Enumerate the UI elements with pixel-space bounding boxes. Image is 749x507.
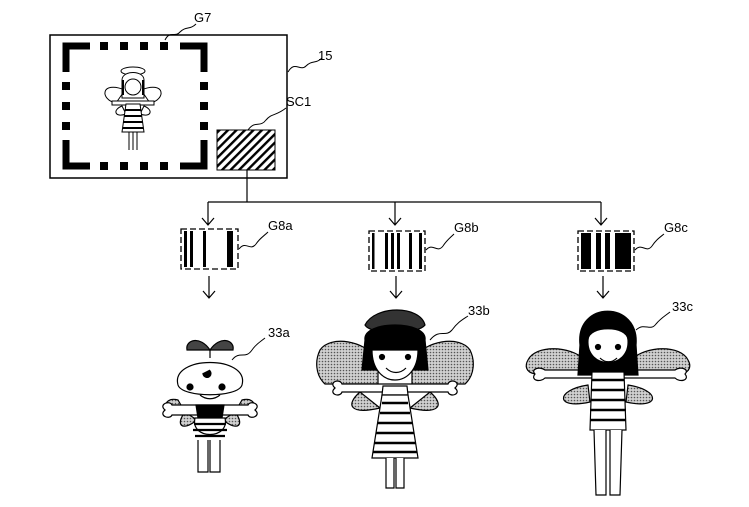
label-sc1: SC1 (286, 94, 311, 109)
label-15: 15 (318, 48, 332, 63)
label-g8b: G8b (454, 220, 479, 235)
barcode-g8c: G8c (577, 220, 688, 272)
character-33c: 33c (525, 299, 693, 496)
label-g7: G7 (194, 10, 211, 25)
image-g7-frame: G7 (62, 10, 211, 170)
label-g8a: G8a (268, 218, 293, 233)
label-g8c: G8c (664, 220, 688, 235)
label-33b: 33b (468, 303, 490, 318)
character-33a: 33a (162, 325, 290, 473)
flow-connectors (201, 170, 610, 299)
barcode-g8a: G8a (180, 218, 293, 270)
code-region-sc1: SC1 (216, 94, 311, 171)
barcode-g8b: G8b (368, 220, 479, 272)
character-33b: 33b (316, 303, 490, 489)
fairy-character-icon (104, 66, 162, 150)
label-33c: 33c (672, 299, 693, 314)
label-33a: 33a (268, 325, 290, 340)
